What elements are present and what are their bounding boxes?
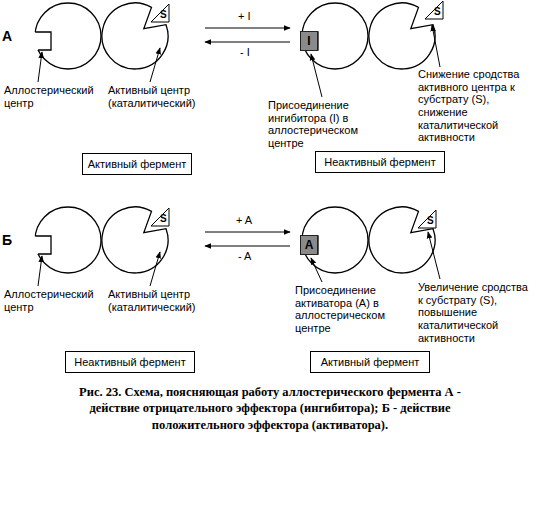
symbol-text: S — [160, 9, 167, 20]
symbol-text: I — [307, 34, 310, 48]
enzyme — [33, 3, 168, 69]
annotation-label: - A — [238, 250, 268, 263]
symbol-text: A — [305, 238, 314, 252]
leader-line — [432, 25, 440, 67]
enzyme — [300, 3, 435, 69]
state-text: Активный фермент — [88, 158, 187, 170]
annotation-label: Активный центр (каталитический) — [108, 288, 208, 313]
annotation-label: + A — [236, 214, 266, 227]
leader-line — [38, 256, 42, 286]
annotation-label: Присоединение активатора (A) в аллостери… — [295, 284, 403, 335]
leader-line — [150, 48, 160, 82]
annotation-label: Присоединение ингибитора (I) в аллостери… — [268, 99, 390, 150]
annotation-label: Увеличение сродства к субстрату (S), пов… — [418, 281, 534, 344]
state-text: Неактивный фермент — [324, 156, 435, 168]
substrate-shape — [151, 208, 169, 226]
symbol-text: S — [434, 6, 441, 17]
substrate-marker: S — [150, 3, 170, 23]
effector-square: A — [300, 235, 318, 255]
state-text: Неактивный фермент — [74, 356, 185, 368]
annotation-label: Снижение сродства активного центра к суб… — [418, 68, 536, 144]
symbol-text: S — [160, 213, 167, 224]
equilibrium-arrow — [205, 232, 290, 233]
panel-letter: А — [2, 28, 22, 44]
leader-line — [311, 54, 322, 97]
leader-line — [38, 52, 42, 82]
state-box: Неактивный фермент — [315, 151, 445, 173]
substrate-marker: S — [150, 207, 170, 227]
symbol-text: S — [427, 215, 434, 226]
substrate-shape — [418, 210, 436, 228]
leader-line — [428, 232, 440, 279]
substrate-marker: S — [417, 209, 437, 229]
state-box: Активный фермент — [82, 153, 192, 175]
panel-letter: Б — [2, 232, 22, 248]
equilibrium-arrow — [205, 42, 290, 43]
substrate-shape — [425, 1, 443, 19]
state-box: Неактивный фермент — [65, 351, 195, 373]
effector-square: I — [300, 31, 318, 51]
annotation-label: Аллостерический центр — [4, 288, 104, 313]
state-box: Активный фермент — [310, 351, 430, 373]
equilibrium-arrow — [205, 246, 290, 247]
substrate-marker: S — [424, 0, 444, 20]
annotation-label: Активный центр (каталитический) — [108, 84, 208, 109]
leader-line — [311, 258, 322, 282]
annotation-label: - I — [240, 46, 270, 59]
substrate-shape — [151, 4, 169, 22]
leader-line — [150, 252, 160, 286]
enzyme — [300, 207, 435, 273]
annotation-label: + I — [238, 10, 268, 23]
annotation-label: Аллостерический центр — [4, 84, 104, 109]
figure-caption: Рис. 23. Схема, поясняющая работу аллост… — [68, 384, 472, 433]
equilibrium-arrow — [205, 28, 290, 29]
state-text: Активный фермент — [321, 356, 420, 368]
enzyme — [33, 207, 168, 273]
